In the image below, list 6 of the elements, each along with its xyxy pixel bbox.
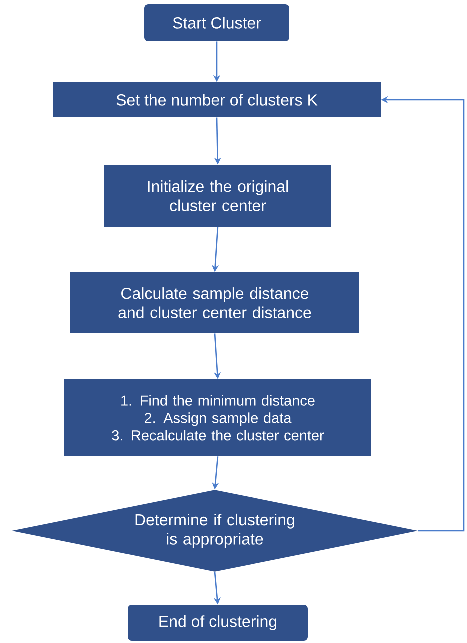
process-box: Set the number of clusters K (53, 82, 381, 118)
terminal-box: Start Cluster (144, 4, 290, 42)
process-box: Initialize the original cluster center (104, 165, 332, 227)
process-box: 1. Find the minimum distance 2. Assign sample data 3. Recalculate the cluster center (64, 380, 372, 456)
terminal-box: End of clustering (128, 605, 308, 641)
process-box: Calculate sample distance and cluster center distance (70, 272, 360, 334)
